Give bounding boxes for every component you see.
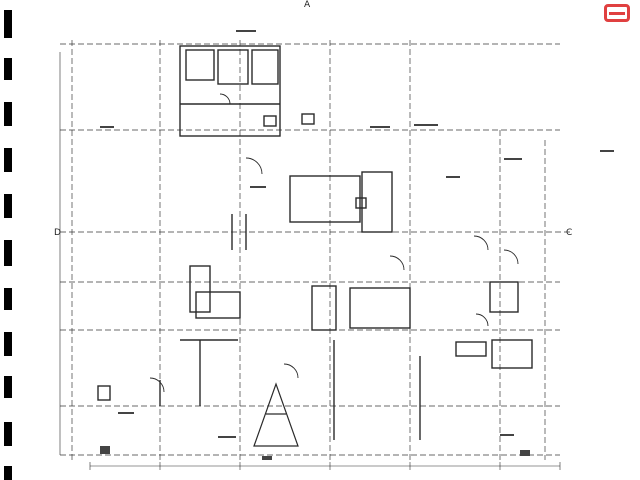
binding-mark: [4, 422, 12, 446]
binding-mark: [4, 148, 12, 172]
binding-mark: [4, 58, 12, 80]
app-badge-icon[interactable]: [604, 4, 630, 22]
stair-triangle: [253, 382, 299, 447]
grid-label-left: D: [54, 228, 61, 238]
binding-mark: [4, 102, 12, 126]
binding-mark: [4, 288, 12, 310]
binding-mark: [4, 332, 12, 356]
walls: [97, 45, 533, 440]
grid-lines: [60, 40, 570, 460]
annotation-marks: [100, 30, 614, 460]
binding-mark: [4, 240, 12, 266]
binding-mark: [4, 194, 12, 218]
binding-mark: [4, 466, 12, 480]
binding-mark: [4, 10, 12, 38]
door-swings: [149, 93, 519, 393]
binding-mark: [4, 376, 12, 398]
grid-label-top: A: [304, 0, 311, 10]
grid-label-right: C: [566, 228, 573, 238]
dimension-ticks: [59, 52, 561, 470]
